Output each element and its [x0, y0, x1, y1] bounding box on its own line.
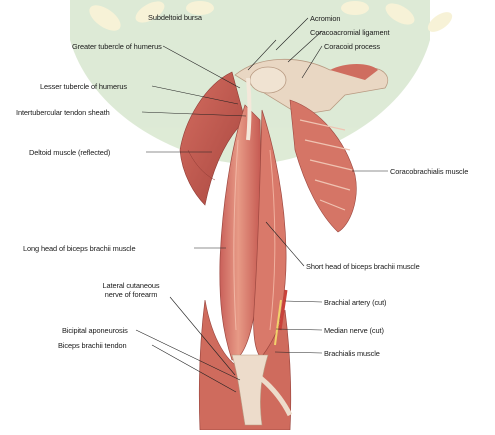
label-acromion: Acromion — [310, 14, 340, 23]
label-lateral-cutaneous-line2: nerve of forearm — [88, 290, 174, 299]
label-biceps-tendon: Biceps brachii tendon — [58, 341, 127, 350]
label-lateral-cutaneous-nerve: Lateral cutaneous nerve of forearm — [88, 281, 174, 299]
label-coracoid-process: Coracoid process — [324, 42, 380, 51]
label-coracoacromial-ligament: Coracoacromial ligament — [310, 28, 389, 37]
label-coracobrachialis: Coracobrachialis muscle — [390, 167, 468, 176]
label-lesser-tubercle: Lesser tubercle of humerus — [40, 82, 127, 91]
label-deltoid-reflected: Deltoid muscle (reflected) — [29, 148, 110, 157]
label-brachialis: Brachialis muscle — [324, 349, 380, 358]
intertubercular-tendon — [248, 78, 250, 140]
label-median-nerve: Median nerve (cut) — [324, 326, 384, 335]
label-bicipital-aponeurosis: Bicipital aponeurosis — [62, 326, 128, 335]
label-short-head-biceps: Short head of biceps brachii muscle — [306, 262, 420, 271]
label-brachial-artery: Brachial artery (cut) — [324, 298, 386, 307]
label-long-head-biceps: Long head of biceps brachii muscle — [23, 244, 135, 253]
label-lateral-cutaneous-line1: Lateral cutaneous — [88, 281, 174, 290]
label-greater-tubercle: Greater tubercle of humerus — [72, 42, 162, 51]
label-intertubercular-sheath: Intertubercular tendon sheath — [16, 108, 110, 117]
label-subdeltoid-bursa: Subdeltoid bursa — [148, 13, 202, 22]
